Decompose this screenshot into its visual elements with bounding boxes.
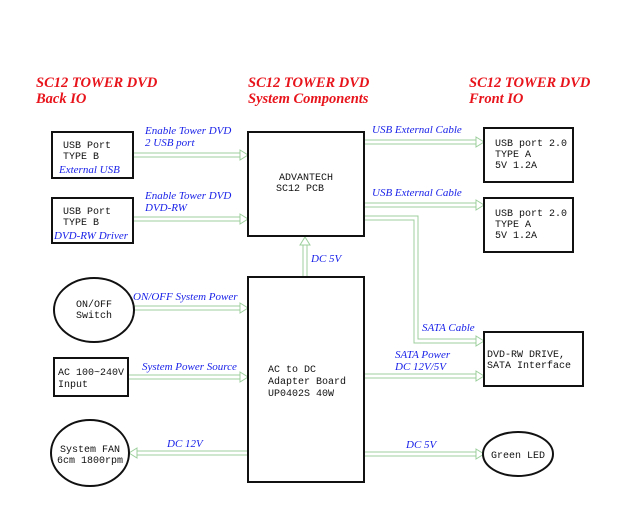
heading-system-components-line1: SC12 TOWER DVD <box>248 75 370 91</box>
connector-pcb-dc <box>299 236 311 277</box>
label-enable-usb-line2: 2 USB port <box>145 137 195 149</box>
node-front-usb-1-line3: 5V 1.2A <box>495 161 537 172</box>
connector-power-source <box>128 371 249 383</box>
label-pcb-dc: DC 5V <box>310 253 343 265</box>
node-system-fan-line2: 6cm 1800rpm <box>57 456 123 467</box>
node-usb-port-dvdrw-caption: DVD-RW Driver <box>53 230 129 242</box>
node-dvd-drive-line1: DVD-RW DRIVE, <box>487 350 565 361</box>
connector-usb-cable-1 <box>364 136 485 148</box>
node-adapter-board-line2: Adapter Board <box>268 376 346 388</box>
connector-led-dc <box>364 448 485 460</box>
node-usb-port-external-line1: USB Port <box>63 141 111 152</box>
node-front-usb-1: USB port 2.0 TYPE A 5V 1.2A <box>483 127 574 183</box>
arrowhead-icon <box>239 213 249 225</box>
node-green-led-line1: Green LED <box>491 451 545 462</box>
node-advantech-pcb-line1: ADVANTECH <box>279 173 333 184</box>
connector-onoff-power <box>134 302 249 314</box>
node-onoff-switch-line2: Switch <box>76 310 112 322</box>
arrowhead-icon <box>475 335 485 347</box>
node-usb-port-external-caption: External USB <box>58 164 120 176</box>
connector-sata-power <box>364 370 485 382</box>
arrowhead-icon <box>475 199 485 211</box>
connector-enable-dvdrw <box>133 213 249 225</box>
arrowhead-icon <box>475 136 485 148</box>
node-ac-input-line2: Input <box>58 380 88 391</box>
node-green-led: Green LED <box>482 431 554 477</box>
label-enable-dvdrw-line1: Enable Tower DVD <box>144 190 231 202</box>
arrowhead-icon <box>239 371 249 383</box>
node-system-fan: System FAN 6cm 1800rpm <box>50 419 130 487</box>
connector-fan-dc <box>128 447 248 459</box>
node-usb-port-dvdrw: USB Port TYPE B DVD-RW Driver <box>51 197 134 244</box>
heading-front-io: SC12 TOWER DVD Front IO <box>468 75 591 107</box>
heading-system-components: SC12 TOWER DVD System Components <box>248 75 370 107</box>
node-ac-input-line1: AC 100~240V <box>58 368 124 379</box>
node-advantech-pcb-line2: SC12 PCB <box>276 184 324 195</box>
node-adapter-board-line3: UP0402S 40W <box>268 389 334 400</box>
heading-front-io-line2: Front IO <box>468 91 524 107</box>
connector-enable-usb <box>133 149 249 161</box>
arrowhead-icon <box>128 447 138 459</box>
arrowhead-icon <box>475 448 485 460</box>
node-system-fan-line1: System FAN <box>60 445 120 456</box>
label-power-source: System Power Source <box>142 361 237 373</box>
node-dvd-drive: DVD-RW DRIVE, SATA Interface <box>483 331 584 387</box>
label-usb-cable-1: USB External Cable <box>372 124 462 136</box>
arrowhead-icon <box>239 149 249 161</box>
node-usb-port-external: USB Port TYPE B External USB <box>51 131 134 179</box>
node-ac-input: AC 100~240V Input <box>53 357 129 397</box>
arrowhead-icon <box>299 236 311 246</box>
node-onoff-switch: ON/OFF Switch <box>53 277 135 343</box>
arrowhead-icon <box>475 370 485 382</box>
heading-system-components-line2: System Components <box>248 91 369 107</box>
heading-front-io-line1: SC12 TOWER DVD <box>469 75 591 91</box>
node-usb-port-dvdrw-line2: TYPE B <box>63 218 99 229</box>
node-adapter-board: AC to DC Adapter Board UP0402S 40W <box>247 276 365 483</box>
node-front-usb-2-line1: USB port 2.0 <box>495 209 567 220</box>
label-enable-dvdrw: Enable Tower DVD DVD-RW <box>144 190 231 214</box>
node-front-usb-1-line1: USB port 2.0 <box>495 139 567 150</box>
label-onoff-power: ON/OFF System Power <box>133 291 238 303</box>
label-sata-power: SATA Power DC 12V/5V <box>394 349 451 373</box>
node-front-usb-2-line2: TYPE A <box>495 220 531 231</box>
heading-back-io: SC12 TOWER DVD Back IO <box>35 75 158 107</box>
label-sata-cable: SATA Cable <box>422 322 475 334</box>
label-sata-power-line2: DC 12V/5V <box>394 361 447 373</box>
label-sata-power-line1: SATA Power <box>395 349 451 361</box>
label-enable-dvdrw-line2: DVD-RW <box>144 202 188 214</box>
connector-usb-cable-2 <box>364 199 485 211</box>
node-front-usb-1-line2: TYPE A <box>495 150 531 161</box>
label-led-dc: DC 5V <box>405 439 438 451</box>
arrowhead-icon <box>239 302 249 314</box>
node-dvd-drive-line2: SATA Interface <box>487 360 571 372</box>
node-front-usb-2: USB port 2.0 TYPE A 5V 1.2A <box>483 197 574 253</box>
node-onoff-switch-line1: ON/OFF <box>76 299 112 311</box>
node-usb-port-external-line2: TYPE B <box>63 152 99 163</box>
label-enable-usb-line1: Enable Tower DVD <box>144 125 231 137</box>
node-usb-port-dvdrw-line1: USB Port <box>63 207 111 218</box>
label-enable-usb: Enable Tower DVD 2 USB port <box>144 125 231 149</box>
node-front-usb-2-line3: 5V 1.2A <box>495 231 537 242</box>
node-advantech-pcb: ADVANTECH SC12 PCB <box>247 131 365 237</box>
connector-sata-cable <box>364 215 485 347</box>
heading-back-io-line2: Back IO <box>35 91 87 107</box>
node-adapter-board-line1: AC to DC <box>268 365 316 376</box>
heading-back-io-line1: SC12 TOWER DVD <box>36 75 158 91</box>
label-usb-cable-2: USB External Cable <box>372 187 462 199</box>
label-fan-dc: DC 12V <box>166 438 204 450</box>
